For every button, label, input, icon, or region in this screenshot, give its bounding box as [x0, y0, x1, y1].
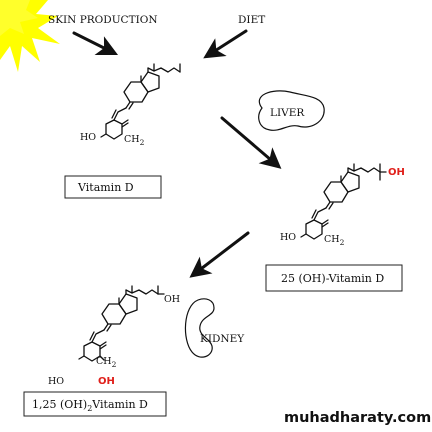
1-25-dihydroxy-vitamin-d-structure: HO OH CH2	[48, 285, 180, 387]
diet-label: DIET	[238, 14, 265, 26]
kidney-icon	[184, 298, 215, 358]
sun-icon	[0, 0, 60, 72]
25-hydroxy-vitamin-d-structure: HO CH2	[280, 163, 387, 247]
watermark-text: muhadharaty.com	[284, 410, 431, 426]
vitamin-d-name: Vitamin D	[77, 181, 134, 194]
arrow-skin-to-vitamin-d	[72, 31, 119, 56]
ho-label: HO	[280, 232, 296, 243]
ch2-label: CH2	[96, 356, 117, 369]
1-25-dihydroxy-vitamin-d-name: 1,25 (OH)2Vitamin D	[32, 398, 148, 413]
25-hydroxyl-label: OH	[388, 167, 405, 178]
liver-icon	[258, 90, 325, 131]
liver-label: LIVER	[270, 107, 305, 119]
ho-label: HO	[48, 376, 64, 387]
kidney-label: KIDNEY	[200, 333, 245, 345]
hydroxyl-label: OH	[164, 294, 180, 305]
ho-label: HO	[80, 132, 96, 143]
ch2-label: CH2	[324, 234, 345, 247]
vitamin-d-structure: HO CH2	[80, 63, 181, 147]
1-hydroxyl-label: OH	[98, 376, 115, 387]
vitamin-d-box	[64, 175, 162, 199]
ch2-label: CH2	[124, 134, 145, 147]
25-hydroxy-vitamin-d-box	[265, 264, 403, 292]
skin-production-label: SKIN PRODUCTION	[48, 14, 158, 26]
arrow-diet-to-vitamin-d	[203, 29, 248, 59]
1-25-dihydroxy-vitamin-d-box	[23, 391, 167, 417]
arrow-25oh-to-125oh	[189, 231, 250, 278]
25-hydroxy-vitamin-d-name: 25 (OH)-Vitamin D	[281, 272, 384, 285]
arrow-vitamin-d-to-25oh	[220, 116, 282, 169]
